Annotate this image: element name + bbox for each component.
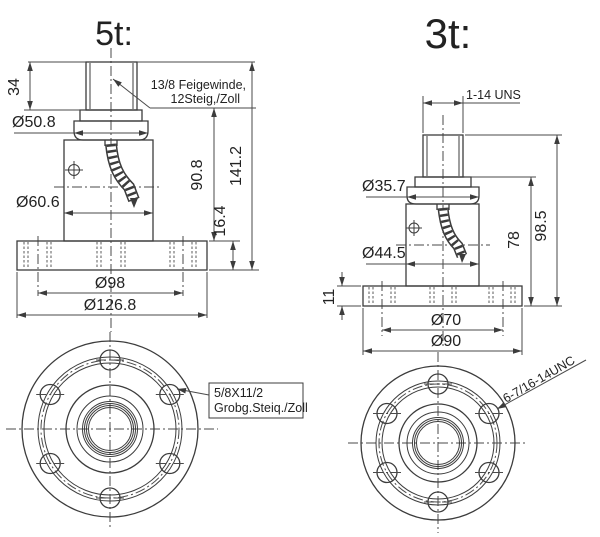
bolt-note-label: 6-7/16-14UNC [501,353,578,405]
dim-d98-label: Ø98 [95,275,125,292]
centerlines [348,352,528,533]
crosshair-mark [406,220,422,236]
crosshair-mark [65,161,83,179]
thread-note: 1-14 UNS [422,88,521,133]
dim-d44-5-label: Ø44.5 [362,245,406,262]
bolt-hole [96,487,124,509]
bolt-hole [424,373,452,395]
dim-16-4-label: 16.4 [212,205,229,236]
hidden-bolt-holes [368,287,516,305]
bolt-hole [475,402,503,425]
dim-flange-dia: Ø126.8 [16,272,208,318]
front-view-5t: 5t: [6,15,259,332]
thread-note-line2: 12Steig,/Zoll [171,92,240,106]
bolt-hole [373,461,401,484]
dim-90-8-label: 90.8 [189,159,206,190]
dim-11-label: 11 [321,289,338,306]
dim-d126-8-label: Ø126.8 [84,297,137,314]
bolt-holes [36,349,184,509]
dim-d60-6-label: Ø60.6 [16,194,60,211]
dim-d90-label: Ø90 [431,333,461,350]
thread-note-line1: 13/8 Feigewinde, [151,78,246,92]
bolt-note-line1: 5/8X11/2 [214,386,263,400]
cable [105,143,140,208]
dim-total-height: 141.2 [209,62,259,271]
bolt-note-callout: 5/8X11/2 Grobg.Steiq./Zoll [176,382,308,419]
cable [437,207,468,263]
flange [16,240,208,271]
dim-collar-dia: Ø50.8 [12,114,148,136]
bolt-note-line2: Grobg.Steiq./Zoll [214,401,308,415]
thread-note-label: 1-14 UNS [466,88,521,102]
dim-body-dia: Ø60.6 [16,194,153,216]
bolt-note-callout: 6-7/16-14UNC [495,353,587,412]
bolt-hole [373,402,401,425]
title-3t: 3t: [425,10,472,57]
flange-circles [21,340,199,518]
dim-body-dia: Ø44.5 [362,245,479,267]
centerlines [37,48,184,332]
dim-98-5-label: 98.5 [533,210,550,241]
dim-34-label: 34 [6,78,23,96]
dim-78-label: 78 [506,231,523,249]
bolt-hole [36,383,65,406]
flange [362,285,523,307]
bolt-hole [36,452,65,475]
bolt-hole [475,461,503,484]
dim-total-height: 98.5 [465,134,562,307]
bolt-hole [155,452,184,475]
dim-bolt-circle: Ø98 [38,275,183,296]
bottom-view-3t: 6-7/16-14UNC [348,352,587,533]
dim-141-2-label: 141.2 [228,146,245,186]
dim-d50-8-label: Ø50.8 [12,114,56,131]
bolt-holes [373,373,503,513]
hidden-bolt-holes [23,242,197,269]
dim-body-height: 78 [465,176,536,306]
bolt-hole [155,383,184,406]
dim-bolt-circle: Ø70 [382,312,503,333]
title-5t: 5t: [95,15,133,53]
bolt-hole [96,349,124,371]
thread-note: 13/8 Feigewinde, 12Steig,/Zoll [111,76,256,109]
dim-flange-thickness: 16.4 [212,205,236,270]
dim-body-height: 90.8 [189,108,240,242]
front-view-3t: 3t: 1-14 UNS [321,10,562,355]
dim-d35-7-label: Ø35.7 [362,178,406,195]
dim-flange-thickness: 11 [321,272,361,320]
dim-stud-height: 34 [6,61,255,111]
dim-d70-label: Ø70 [431,312,461,329]
bolt-hole [424,491,452,513]
bottom-view-5t: 5/8X11/2 Grobg.Steiq./Zoll [6,332,308,527]
dim-flange-dia: Ø90 [362,308,523,355]
dim-collar-dia: Ø35.7 [362,178,479,200]
